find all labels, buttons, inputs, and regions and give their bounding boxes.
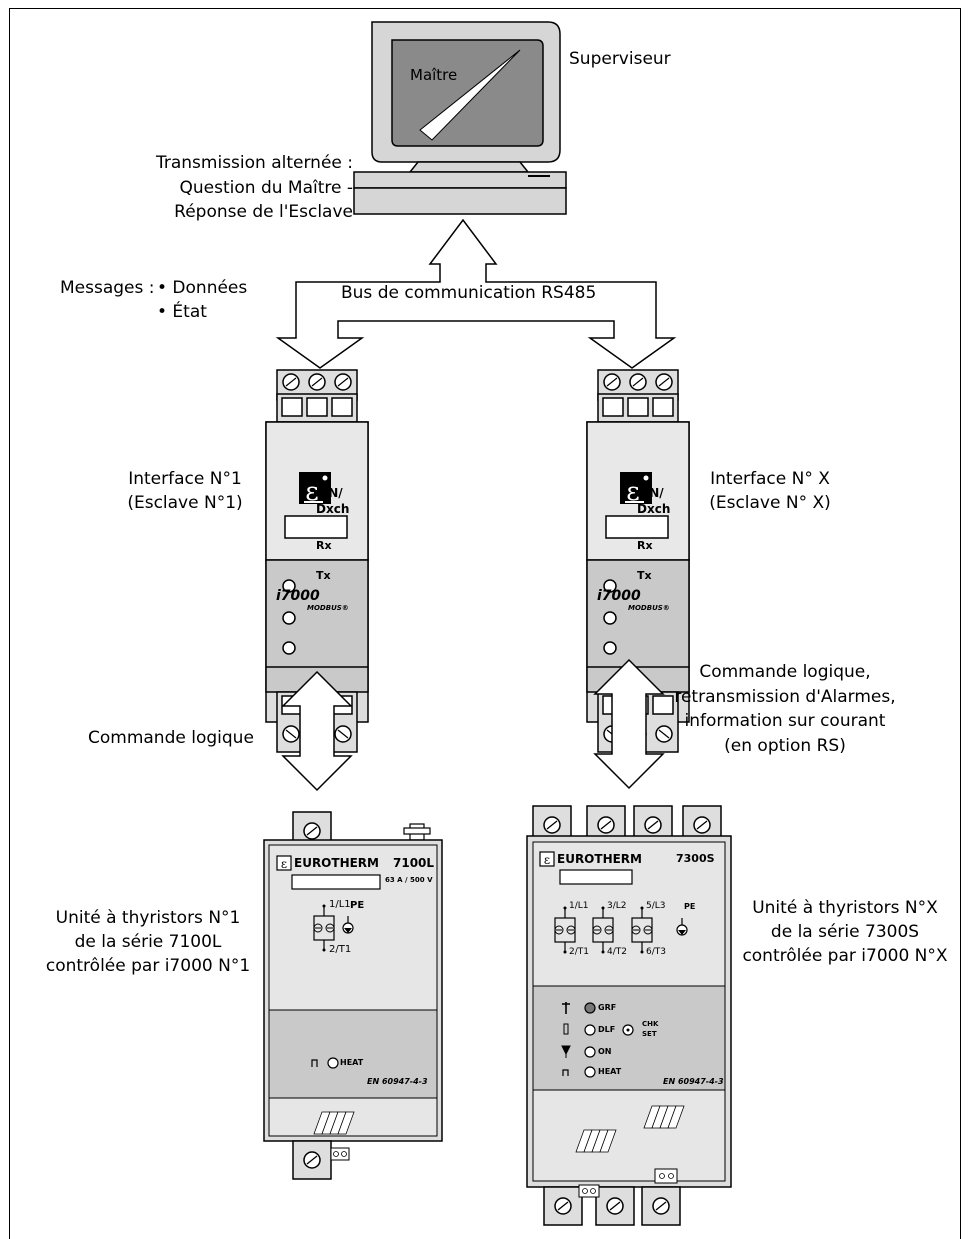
unit-7300-chk: CHK bbox=[642, 1020, 659, 1028]
module-1-led-tx: Tx bbox=[316, 569, 331, 582]
module-x-led-tx: Tx bbox=[637, 569, 652, 582]
svg-text:ε: ε bbox=[281, 857, 287, 871]
unit-7100-heat: HEAT bbox=[340, 1058, 364, 1067]
module-x-led-rx: Rx bbox=[637, 539, 653, 552]
bus-label: Bus de communication RS485 bbox=[341, 283, 597, 303]
unit-7300-on: ON bbox=[598, 1047, 612, 1056]
interface-x-line-2: (Esclave N° X) bbox=[709, 493, 831, 513]
unit-7300-set: SET bbox=[642, 1030, 657, 1038]
transmission-line-1: Transmission alternée : bbox=[155, 153, 353, 173]
link-right-line-4: (en option RS) bbox=[724, 736, 846, 756]
unit-7300-pe: PE bbox=[684, 902, 696, 911]
unit-7300-t2: 4/T2 bbox=[607, 947, 627, 957]
messages-item-state: • État bbox=[157, 302, 207, 322]
module-x-led-on: ON/ bbox=[639, 486, 664, 500]
unit-7300-grf: GRF bbox=[598, 1003, 617, 1012]
unit-7100-brand: EUROTHERM bbox=[294, 856, 379, 870]
svg-text:ε: ε bbox=[544, 853, 550, 867]
unit-7100-caption-3: contrôlée par i7000 N°1 bbox=[45, 956, 251, 976]
unit-7100-pe: PE bbox=[350, 900, 365, 911]
unit-7100l: ε bbox=[263, 811, 443, 1180]
diagram-frame bbox=[9, 8, 961, 1239]
unit-7300-t1: 2/T1 bbox=[569, 947, 589, 957]
messages-title: Messages : bbox=[60, 278, 155, 298]
supervisor-label: Superviseur bbox=[569, 49, 671, 69]
unit-7300-norm: EN 60947-4-3 bbox=[663, 1077, 724, 1086]
unit-7300-caption-3: contrôlée par i7000 N°X bbox=[742, 946, 948, 966]
supervisor-computer bbox=[353, 21, 567, 215]
interface-1-line-1: Interface N°1 bbox=[128, 469, 242, 489]
unit-7300-t3: 6/T3 bbox=[646, 947, 666, 957]
unit-7100-t1: 2/T1 bbox=[329, 944, 352, 955]
link-arrow-right bbox=[593, 658, 665, 790]
module-1-led-on: ON/ bbox=[318, 486, 343, 500]
unit-7300-l2: 3/L2 bbox=[607, 901, 627, 911]
unit-7100-caption-2: de la série 7100L bbox=[74, 932, 222, 952]
unit-7100-rating: 63 A / 500 V bbox=[385, 876, 433, 884]
link-arrow-left bbox=[281, 670, 353, 792]
unit-7300-model: 7300S bbox=[676, 852, 715, 865]
unit-7300-l1: 1/L1 bbox=[569, 901, 589, 911]
unit-7300-caption-2: de la série 7300S bbox=[770, 922, 920, 942]
link-right-line-2: retransmission d'Alarmes, bbox=[674, 687, 896, 707]
bus-arrow bbox=[275, 218, 677, 369]
module-x-led-dxch: Dxch bbox=[637, 502, 671, 516]
screen-label: Maître bbox=[410, 66, 458, 84]
unit-7300s: ε bbox=[526, 805, 732, 1226]
module-1-led-dxch: Dxch bbox=[316, 502, 350, 516]
module-1-protocol: MODBUS® bbox=[307, 604, 349, 612]
link-left-label: Commande logique bbox=[88, 728, 254, 748]
unit-7100-l1: 1/L1 bbox=[329, 899, 351, 910]
unit-7100-caption-1: Unité à thyristors N°1 bbox=[55, 908, 241, 928]
unit-7300-brand: EUROTHERM bbox=[557, 852, 642, 866]
link-right-line-3: information sur courant bbox=[684, 711, 886, 731]
module-x-protocol: MODBUS® bbox=[628, 604, 670, 612]
interface-1-line-2: (Esclave N°1) bbox=[127, 493, 243, 513]
interface-x-line-1: Interface N° X bbox=[710, 469, 830, 489]
module-x-model: i7000 bbox=[597, 588, 641, 604]
unit-7100-model: 7100L bbox=[393, 856, 435, 870]
transmission-line-2: Question du Maître - bbox=[179, 178, 354, 198]
messages-item-data: • Données bbox=[157, 278, 248, 298]
unit-7300-heat: HEAT bbox=[598, 1067, 622, 1076]
unit-7300-caption-1: Unité à thyristors N°X bbox=[752, 898, 938, 918]
unit-7300-dlf: DLF bbox=[598, 1025, 616, 1034]
module-1-led-rx: Rx bbox=[316, 539, 332, 552]
module-1-model: i7000 bbox=[276, 588, 320, 604]
unit-7300-l3: 5/L3 bbox=[646, 901, 666, 911]
transmission-line-3: Réponse de l'Esclave bbox=[174, 202, 353, 222]
unit-7100-norm: EN 60947-4-3 bbox=[367, 1077, 428, 1086]
link-right-line-1: Commande logique, bbox=[699, 662, 871, 682]
